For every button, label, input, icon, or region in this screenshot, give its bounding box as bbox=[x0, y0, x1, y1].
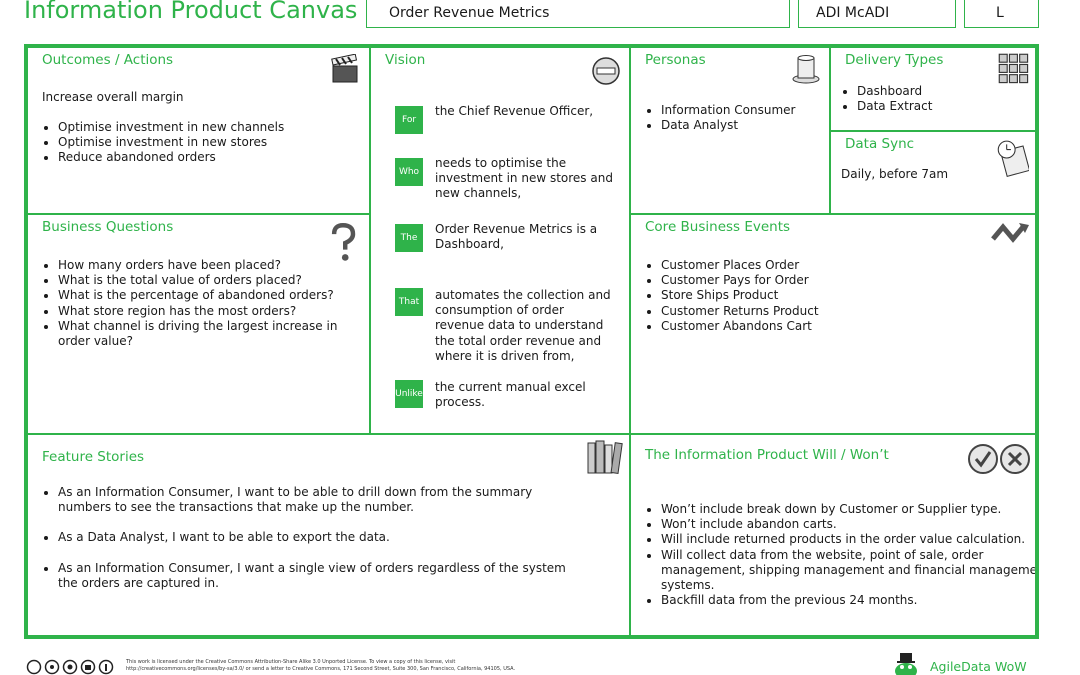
arrows-icon bbox=[991, 223, 1029, 243]
list-item: Store Ships Product bbox=[661, 288, 1035, 303]
outcomes-lead: Increase overall margin bbox=[42, 90, 184, 104]
list-item: Reduce abandoned orders bbox=[58, 150, 369, 165]
willwont-heading: The Information Product Will / Won’t bbox=[645, 447, 889, 463]
list-item: Dashboard bbox=[857, 84, 1022, 99]
mascot-icon bbox=[895, 653, 917, 675]
list-item: What is the total value of orders placed… bbox=[58, 273, 358, 288]
size-field[interactable]: L bbox=[964, 0, 1039, 28]
list-item: What store region has the most orders? bbox=[58, 304, 358, 319]
product-name-field[interactable]: Order Revenue Metrics bbox=[366, 0, 790, 28]
datasync-text: Daily, before 7am bbox=[841, 167, 949, 181]
list-item: As a Data Analyst, I want to be able to … bbox=[58, 530, 588, 545]
outcomes-section: Outcomes / Actions Increase overall marg… bbox=[27, 47, 370, 214]
vision-tag: That bbox=[395, 288, 423, 316]
vision-text: Order Revenue Metrics is a Dashboard, bbox=[435, 222, 598, 252]
datasync-section: Data Sync Daily, before 7am bbox=[830, 131, 1036, 214]
list-item: Information Consumer bbox=[661, 103, 829, 118]
author-field[interactable]: ADI McADI bbox=[798, 0, 956, 28]
list-item: What is the percentage of abandoned orde… bbox=[58, 288, 358, 303]
vision-heading: Vision bbox=[385, 52, 426, 68]
features-heading: Feature Stories bbox=[42, 449, 145, 465]
no-entry-icon bbox=[592, 57, 620, 85]
questions-heading: Business Questions bbox=[42, 219, 174, 235]
canvas-frame bbox=[24, 44, 1039, 639]
list-item: Customer Places Order bbox=[661, 258, 1035, 273]
vision-tag: Unlike bbox=[395, 380, 423, 408]
list-item: Won’t include abandon carts. bbox=[661, 517, 1035, 532]
outcomes-list: Optimise investment in new channels Opti… bbox=[28, 120, 369, 166]
outcomes-heading: Outcomes / Actions bbox=[42, 52, 174, 68]
delivery-list: Dashboard Data Extract bbox=[831, 84, 1022, 114]
vision-text: the current manual excel process. bbox=[435, 380, 586, 410]
personas-heading: Personas bbox=[645, 52, 706, 68]
vision-text: the Chief Revenue Officer, bbox=[435, 104, 594, 118]
license-text: This work is licensed under the Creative… bbox=[126, 659, 546, 673]
list-item: Customer Returns Product bbox=[661, 304, 1035, 319]
willwont-section: The Information Product Will / Won’t Won… bbox=[630, 434, 1036, 636]
list-item: Data Analyst bbox=[661, 118, 829, 133]
brand-name: AgileData WoW bbox=[930, 659, 1027, 674]
list-item: As an Information Consumer, I want to be… bbox=[58, 485, 588, 515]
books-icon bbox=[587, 440, 623, 474]
vision-tag: For bbox=[395, 106, 423, 134]
list-item: Data Extract bbox=[857, 99, 1022, 114]
features-list: As an Information Consumer, I want to be… bbox=[28, 485, 588, 591]
questions-list: How many orders have been placed? What i… bbox=[28, 258, 358, 349]
vision-tag: Who bbox=[395, 158, 423, 186]
vision-text: needs to optimise the investment in new … bbox=[435, 156, 613, 201]
license-line: This work is licensed under the Creative… bbox=[126, 659, 456, 665]
list-item: Will include returned products in the or… bbox=[661, 532, 1035, 547]
question-mark-icon bbox=[331, 223, 356, 261]
top-hat-icon bbox=[792, 55, 820, 84]
vision-section: Vision For the Chief Revenue Officer, Wh… bbox=[370, 47, 630, 434]
list-item: Optimise investment in new stores bbox=[58, 135, 369, 150]
grid-icon bbox=[998, 53, 1029, 84]
page-title: Information Product Canvas bbox=[24, 0, 358, 24]
delivery-section: Delivery Types Dashboard Data Extract bbox=[830, 47, 1036, 131]
willwont-list: Won’t include break down by Customer or … bbox=[631, 502, 1035, 608]
events-section: Core Business Events Customer Places Ord… bbox=[630, 214, 1036, 434]
clock-calendar-icon bbox=[997, 140, 1029, 178]
questions-section: Business Questions How many orders have … bbox=[27, 214, 370, 434]
personas-list: Information Consumer Data Analyst bbox=[631, 103, 829, 133]
list-item: Customer Pays for Order bbox=[661, 273, 1035, 288]
datasync-heading: Data Sync bbox=[845, 136, 915, 152]
list-item: Backfill data from the previous 24 month… bbox=[661, 593, 1035, 608]
vision-tag: The bbox=[395, 224, 423, 252]
list-item: As an Information Consumer, I want a sin… bbox=[58, 561, 588, 591]
check-cross-icon bbox=[968, 444, 1030, 474]
events-heading: Core Business Events bbox=[645, 219, 791, 235]
clapperboard-icon bbox=[331, 54, 358, 83]
list-item: Won’t include break down by Customer or … bbox=[661, 502, 1035, 517]
license-line: http://creativecommons.org/licenses/by-s… bbox=[126, 666, 516, 672]
list-item: Optimise investment in new channels bbox=[58, 120, 369, 135]
list-item: How many orders have been placed? bbox=[58, 258, 358, 273]
list-item: Customer Abandons Cart bbox=[661, 319, 1035, 334]
creative-commons-icon bbox=[26, 659, 114, 675]
list-item: What channel is driving the largest incr… bbox=[58, 319, 358, 349]
personas-section: Personas Information Consumer Data Analy… bbox=[630, 47, 830, 214]
events-list: Customer Places Order Customer Pays for … bbox=[631, 258, 1035, 334]
list-item: Will collect data from the website, poin… bbox=[661, 548, 1035, 594]
vision-text: automates the collection and consumption… bbox=[435, 288, 611, 363]
features-section: Feature Stories As an Information Consum… bbox=[27, 434, 630, 636]
delivery-heading: Delivery Types bbox=[845, 52, 944, 68]
